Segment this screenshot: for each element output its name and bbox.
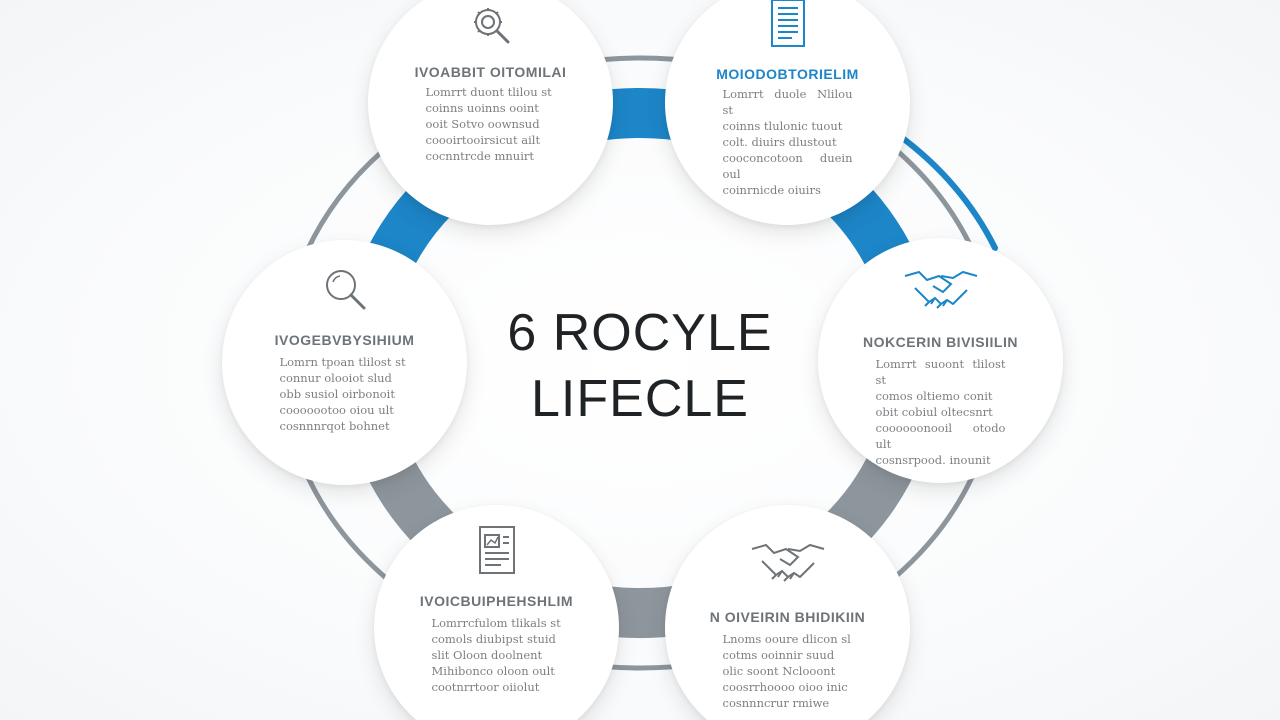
stage-description: Lomrrt duole Nlilou st coinns tlulonic t… (722, 87, 853, 197)
stage-card-6[interactable]: IVOGEBVBYSIHIUM Lomrn tpoan tlilost st c… (222, 240, 467, 485)
magnifier-icon (322, 266, 368, 317)
document-list-icon (768, 0, 808, 55)
center-title-line1: 6 ROCYLE (507, 304, 773, 362)
stage-title: NOKCERIN BIVISIILIN (863, 334, 1018, 350)
handshake-icon (750, 539, 826, 592)
stage-card-4[interactable]: N OIVEIRIN BHIDIKIIN Lnoms ooure dlicon … (665, 505, 910, 720)
stage-description: Lomrrt duont tlilou st coinns uoinns ooi… (425, 85, 552, 163)
handshake-icon (903, 268, 979, 317)
stage-title: N OIVEIRIN BHIDIKIIN (709, 609, 866, 625)
stage-card-1[interactable]: IVOABBIT OITOMILAI Lomrrt duont tlilou s… (368, 0, 613, 225)
stage-description: Lomrrcfulom tlikals st comols diubipst s… (431, 616, 561, 694)
center-title-line2: LIFECLE (531, 370, 749, 428)
document-chart-icon (477, 525, 517, 582)
magnifier-gear-icon (468, 4, 514, 51)
stage-title: IVOABBIT OITOMILAI (414, 64, 567, 80)
stage-card-2[interactable]: MOIODOBTORIELIM Lomrrt duole Nlilou st c… (665, 0, 910, 225)
stage-description: Lomrn tpoan tlilost st connur olooiot sl… (279, 355, 406, 433)
stage-description: Lomrrt suoont tlilost st comos oltiemo c… (875, 357, 1006, 467)
stage-title: IVOGEBVBYSIHIUM (274, 332, 415, 348)
stage-title: IVOICBUIPHEHSHLIM (419, 593, 574, 609)
stage-title: MOIODOBTORIELIM (716, 66, 859, 82)
stage-description: Lnoms ooure dlicon sl cotms ooinnir suud… (722, 632, 851, 710)
center-title: 6 ROCYLE LIFECLE (440, 300, 840, 432)
stage-card-3[interactable]: NOKCERIN BIVISIILIN Lomrrt suoont tlilos… (818, 238, 1063, 483)
stage-card-5[interactable]: IVOICBUIPHEHSHLIM Lomrrcfulom tlikals st… (374, 505, 619, 720)
